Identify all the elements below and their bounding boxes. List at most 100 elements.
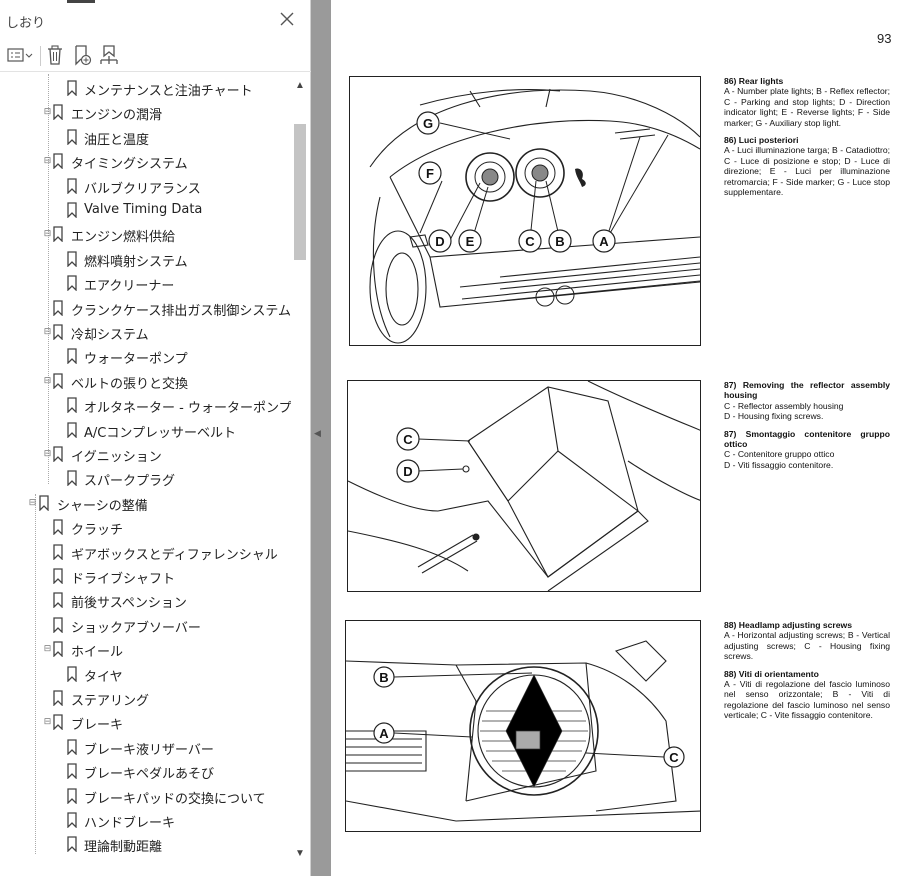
bookmark-item[interactable]: ⊟ホイール [0, 637, 291, 661]
bookmark-item[interactable]: エアクリーナー [0, 271, 291, 295]
callout-label: C [669, 750, 679, 765]
bookmark-label: ブレーキ液リザーバー [84, 742, 214, 758]
scroll-thumb[interactable] [294, 124, 306, 260]
bookmark-label: 理論制動距離 [84, 840, 163, 856]
tree-guide-line [35, 494, 36, 854]
collapse-toggle-icon[interactable]: ⊟ [43, 449, 52, 459]
panel-splitter[interactable]: ◀ [311, 0, 331, 876]
bookmark-item[interactable]: 燃料噴射システム [0, 247, 291, 271]
caption-body: C - Reflector assembly housing D - Housi… [724, 400, 844, 422]
bookmark-item[interactable]: ステアリング [0, 686, 291, 710]
bookmark-item[interactable]: ギアボックスとディファレンシャル [0, 540, 291, 564]
bookmarks-panel: しおり [0, 0, 311, 876]
bookmark-icon [39, 495, 49, 511]
bookmark-label: A/Cコンプレッサーベルト [84, 425, 236, 441]
bookmark-item[interactable]: オルタネーター - ウォーターポンプ ベルト [0, 393, 291, 417]
bookmark-icon [67, 470, 77, 487]
close-panel-button[interactable] [278, 10, 296, 28]
options-menu-button[interactable] [6, 43, 34, 67]
bookmark-from-structure-icon [100, 45, 118, 64]
bookmark-item[interactable]: ブレーキパッドの交換について [0, 784, 291, 808]
bookmark-item[interactable]: ⊟タイミングシステム [0, 149, 291, 173]
page-number: 93 [877, 31, 892, 46]
tree-guide-line [48, 74, 49, 484]
caption-body: A - Number plate lights; B - Reflex refl… [724, 86, 890, 128]
bookmark-item[interactable]: スパークプラグ [0, 466, 291, 490]
collapse-toggle-icon[interactable]: ⊟ [43, 644, 52, 655]
bookmark-icon [53, 714, 63, 731]
bookmark-from-structure-button[interactable] [97, 43, 121, 67]
panel-tab-indicator [67, 0, 95, 3]
bookmark-label: ベルトの張りと交換 [71, 376, 189, 392]
bookmark-icon [53, 690, 63, 706]
bookmark-icon [53, 568, 63, 584]
bookmark-item[interactable]: ⊟ ベルトの張りと交換 [0, 369, 291, 393]
bookmark-icon [67, 836, 77, 853]
bookmark-item[interactable]: ドライブシャフト [0, 564, 291, 588]
bookmark-icon [53, 617, 63, 633]
bookmark-item[interactable]: メンテナンスと注油チャート [0, 76, 291, 100]
bookmark-item[interactable]: ⊟シャーシの整備 [0, 491, 291, 515]
bookmark-item[interactable]: ⊟エンジンの潤滑 [0, 100, 291, 124]
bookmark-item[interactable]: 油圧と温度 [0, 125, 291, 149]
bookmark-icon [67, 812, 77, 828]
collapse-toggle-icon[interactable]: ⊟ [43, 156, 52, 167]
bookmarks-scrollbar[interactable]: ▲ ▼ [292, 74, 310, 864]
bookmark-label: ギアボックスとディファレンシャル [71, 547, 278, 563]
callout-label: C [403, 432, 413, 447]
new-bookmark-button[interactable] [71, 43, 93, 67]
bookmark-item[interactable]: ⊟エンジン燃料供給 [0, 222, 291, 246]
caption-heading: 87) Removing the reflector assembly hous… [724, 380, 890, 401]
bookmark-item[interactable]: ウォーターポンプ [0, 344, 291, 368]
bookmark-icon [67, 251, 77, 267]
bookmark-item[interactable]: ハンドブレーキ [0, 808, 291, 832]
bookmark-icon [67, 177, 77, 194]
collapse-toggle-icon[interactable]: ⊟ [43, 107, 52, 118]
bookmark-item[interactable]: タイヤ [0, 662, 291, 686]
bookmark-item[interactable]: ⊟イグニッション [0, 442, 291, 466]
collapse-toggle-icon[interactable]: ⊟ [43, 375, 52, 386]
close-icon [280, 12, 294, 26]
caption-body: C - Contenitore gruppo ottico D - Viti f… [724, 449, 835, 470]
bookmark-item[interactable]: ⊟冷却システム [0, 320, 291, 344]
bookmark-item[interactable]: ブレーキペダルあそび [0, 759, 291, 783]
bookmarks-toolbar [0, 38, 311, 72]
caption-body: A - Luci illuminazione targa; B - Catadi… [724, 145, 890, 198]
bookmarks-tree: メンテナンスと注油チャート⊟エンジンの潤滑油圧と温度⊟タイミングシステムバルブク… [0, 74, 291, 864]
collapse-toggle-icon[interactable]: ⊟ [43, 717, 52, 728]
document-page: 93 [331, 0, 900, 876]
scroll-up-icon[interactable]: ▲ [295, 80, 305, 91]
panel-header: しおり [0, 0, 311, 38]
bookmark-item[interactable]: 前後サスペンション [0, 588, 291, 612]
bookmark-item[interactable]: バルブクリアランス [0, 174, 291, 198]
collapse-panel-icon[interactable]: ◀ [314, 428, 321, 438]
scroll-down-icon[interactable]: ▼ [295, 848, 305, 859]
bookmark-label: 油圧と温度 [84, 132, 150, 148]
caption-heading: 88) Headlamp adjusting screws [724, 620, 852, 630]
bookmark-item[interactable]: Valve Timing Data [0, 198, 291, 222]
figure-reflector-housing: C D [347, 380, 701, 592]
bookmark-label: メンテナンスと注油チャート [84, 84, 253, 99]
collapse-toggle-icon[interactable]: ⊟ [28, 497, 37, 508]
bookmark-item[interactable]: 理論制動距離 [0, 832, 291, 856]
caption-body: A - Horizontal adjusting screws; B - Ver… [724, 630, 890, 662]
collapse-toggle-icon[interactable]: ⊟ [43, 229, 52, 240]
bookmark-item[interactable]: ショックアブソーバー [0, 613, 291, 637]
bookmark-icon [67, 202, 77, 218]
bookmark-label: 燃料噴射システム [84, 254, 188, 270]
bookmark-icon [53, 641, 63, 658]
bookmark-icon [67, 348, 77, 365]
bookmark-item[interactable]: A/Cコンプレッサーベルト [0, 418, 291, 442]
callout-label: E [466, 234, 475, 249]
bookmark-item[interactable]: ⊟ブレーキ [0, 710, 291, 734]
bookmark-item[interactable]: クラッチ [0, 515, 291, 539]
delete-bookmark-button[interactable] [44, 43, 66, 67]
bookmark-label: エアクリーナー [84, 279, 175, 295]
callout-label: B [379, 670, 388, 685]
bookmark-item[interactable]: ブレーキ液リザーバー [0, 735, 291, 759]
bookmark-label: ブレーキペダルあそび [84, 767, 215, 783]
bookmark-item[interactable]: クランクケース排出ガス制御システム [0, 296, 291, 320]
bookmark-icon [53, 226, 63, 243]
bookmark-icon [53, 592, 63, 609]
collapse-toggle-icon[interactable]: ⊟ [43, 327, 52, 337]
